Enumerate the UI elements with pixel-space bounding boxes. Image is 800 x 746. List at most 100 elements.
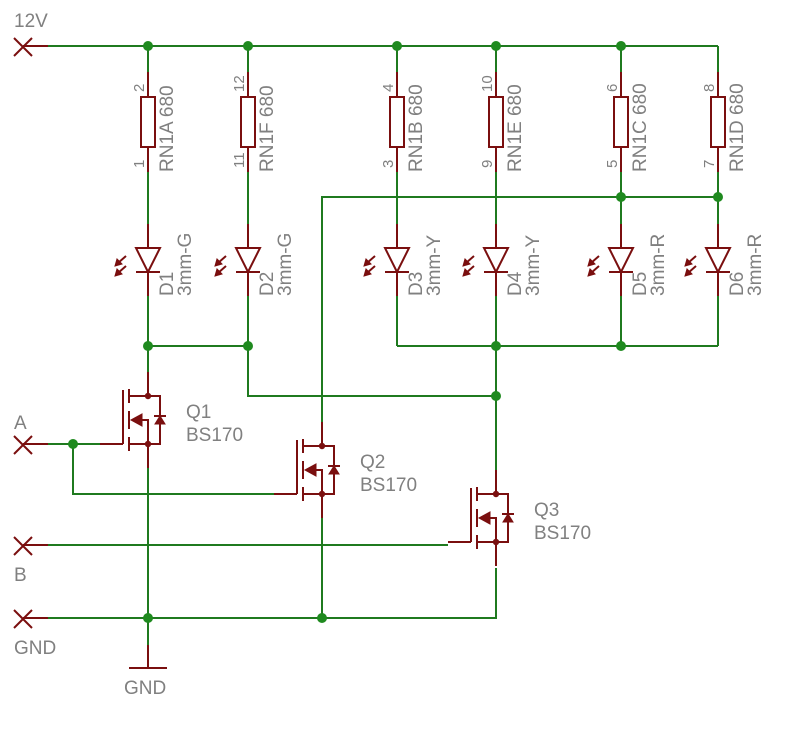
port-label-b: B xyxy=(14,565,27,586)
resistor-pin-top: 2 xyxy=(131,84,148,92)
resistor-icon xyxy=(389,96,405,148)
resistor-icon xyxy=(240,96,256,148)
led-icon xyxy=(234,247,262,275)
resistor-name: RN1D 680 xyxy=(727,83,748,172)
port-x-icon xyxy=(13,37,48,57)
resistor-pin-bottom: 3 xyxy=(380,160,397,168)
resistor-icon xyxy=(710,96,726,148)
resistor-pin-bottom: 7 xyxy=(701,160,718,168)
junction xyxy=(392,41,402,51)
junction xyxy=(143,341,153,351)
light-arrows-icon xyxy=(363,255,376,277)
resistor-pin-top: 6 xyxy=(604,84,621,92)
port-x-icon xyxy=(13,609,48,629)
port-b[interactable]: B xyxy=(13,536,48,586)
resistor-pin-bottom: 11 xyxy=(231,152,248,168)
resistor-pin-top: 8 xyxy=(701,84,718,92)
junction xyxy=(317,613,327,623)
resistor-name-text: RN1B xyxy=(406,121,427,172)
wire-a-q2-gate xyxy=(72,444,274,495)
resistor-icon xyxy=(488,96,504,148)
resistor-pin-bottom: 1 xyxy=(131,160,148,168)
light-arrows-icon xyxy=(214,255,227,277)
junction xyxy=(68,439,78,449)
led-name: D1 xyxy=(157,272,178,296)
light-arrows-icon xyxy=(684,255,697,277)
led-name: D5 xyxy=(630,272,651,296)
led-value: 3mm-R xyxy=(745,234,766,296)
led-name: D3 xyxy=(406,272,427,296)
ground-icon xyxy=(129,645,167,669)
junction xyxy=(491,41,501,51)
junction xyxy=(143,613,153,623)
junction xyxy=(491,391,501,401)
junction xyxy=(616,341,626,351)
resistor-name: RN1E 680 xyxy=(505,84,526,172)
led-icon xyxy=(134,247,162,275)
led-value: 3mm-Y xyxy=(523,234,544,296)
resistor-pin-bottom: 9 xyxy=(479,160,496,168)
led-icon xyxy=(482,247,510,275)
port-12v[interactable]: 12V xyxy=(13,11,48,57)
port-a[interactable]: A xyxy=(13,413,48,455)
resistor-rn1c[interactable]: 6 5 RN1C 680 xyxy=(604,72,651,172)
resistor-name: RN1B 680 xyxy=(406,84,427,172)
resistor-pin-top: 10 xyxy=(479,75,496,92)
port-x-icon xyxy=(13,435,48,455)
port-label-12v: 12V xyxy=(14,11,48,32)
nmos-icon xyxy=(448,470,514,566)
port-x-icon xyxy=(13,536,48,556)
light-arrows-icon xyxy=(114,255,127,277)
resistor-name-text: RN1F xyxy=(257,122,278,172)
mosfet-name: Q3 xyxy=(534,500,559,521)
junction xyxy=(143,41,153,51)
port-label-gnd: GND xyxy=(14,638,56,659)
led-value: 3mm-Y xyxy=(424,234,445,296)
gnd-symbol: GND xyxy=(124,645,167,699)
resistor-icon xyxy=(140,96,156,148)
led-value: 3mm-R xyxy=(648,234,669,296)
resistor-name: RN1C 680 xyxy=(630,83,651,172)
light-arrows-icon xyxy=(587,255,600,277)
led-icon xyxy=(704,247,732,275)
resistor-name: RN1A 680 xyxy=(157,85,178,172)
resistor-value: 680 xyxy=(157,85,178,117)
mosfet-value: BS170 xyxy=(360,475,417,496)
port-gnd[interactable]: GND xyxy=(13,609,56,659)
resistor-value: 680 xyxy=(727,83,748,115)
resistor-name-text: RN1A xyxy=(157,121,178,172)
light-arrows-icon xyxy=(462,255,475,277)
resistor-rn1e[interactable]: 10 9 RN1E 680 xyxy=(479,72,526,172)
wire-q2-drain xyxy=(321,196,718,422)
mosfet-value: BS170 xyxy=(534,523,591,544)
resistor-name-text: RN1C xyxy=(630,120,651,172)
resistor-rn1d[interactable]: 8 7 RN1D 680 xyxy=(701,72,748,172)
led-name: D6 xyxy=(727,272,748,296)
junction xyxy=(616,192,626,202)
resistor-value: 680 xyxy=(630,83,651,115)
junction xyxy=(616,41,626,51)
nmos-icon xyxy=(100,372,166,468)
resistor-pin-bottom: 5 xyxy=(604,160,621,168)
led-icon xyxy=(383,247,411,275)
junction xyxy=(243,41,253,51)
led-name: D2 xyxy=(257,272,278,296)
resistor-name-text: RN1D xyxy=(727,120,748,172)
nmos-icon xyxy=(274,422,340,518)
resistor-icon xyxy=(613,96,629,148)
resistor-rn1a[interactable]: 2 1 RN1A 680 xyxy=(131,72,178,172)
